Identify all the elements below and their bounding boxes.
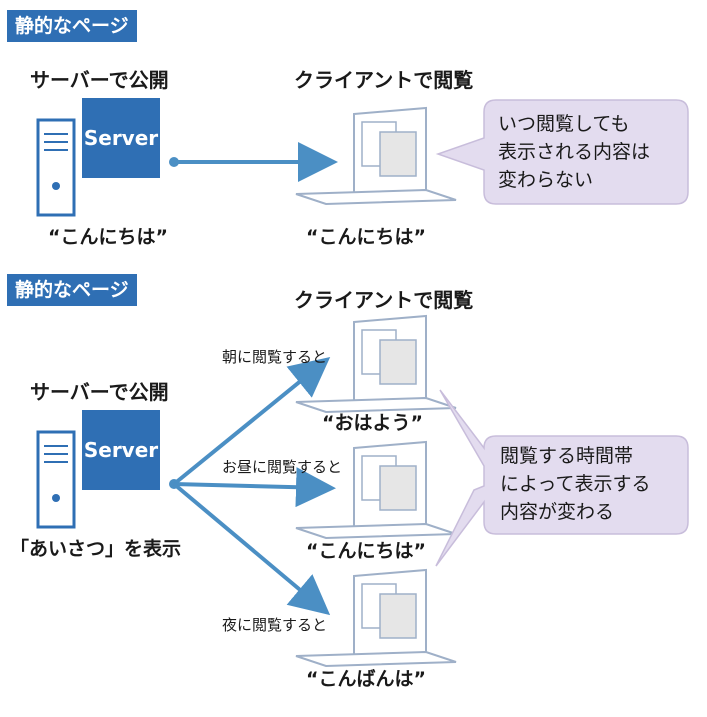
bubble-line: 閲覧する時間帯 xyxy=(500,445,634,467)
bubble-line: によって表示する xyxy=(500,473,651,495)
arrows-bottom xyxy=(169,356,336,616)
server-heading-bottom: サーバーで公開 xyxy=(30,380,169,404)
time-label-noon: お昼に閲覧すると xyxy=(222,458,343,476)
section-label-static-bottom: 静的なページ xyxy=(7,274,137,306)
section-label-static-top: 静的なページ xyxy=(7,10,137,42)
bubble-text-bottom: 閲覧する時間帯 によって表示する 内容が変わる xyxy=(500,442,684,526)
server-caption-top: “こんにちは” xyxy=(48,226,168,248)
client-caption-night: “こんばんは” xyxy=(306,668,426,690)
laptop-icon xyxy=(295,440,457,540)
bubble-line: 表示される内容は xyxy=(498,141,651,163)
client-caption-top: “こんにちは” xyxy=(306,226,426,248)
server-heading-top: サーバーで公開 xyxy=(30,68,169,92)
laptop-icon xyxy=(295,314,457,414)
server-icon xyxy=(36,410,160,529)
speech-bubble-top xyxy=(435,99,689,205)
time-label-morning: 朝に閲覧すると xyxy=(222,348,328,366)
client-caption-morning: “おはよう” xyxy=(322,412,423,434)
server-caption-bottom: 「あいさつ」を表示 xyxy=(10,538,182,560)
client-heading-top: クライアントで閲覧 xyxy=(294,68,474,92)
server-badge-top: Server xyxy=(83,126,159,150)
bubble-line: いつ閲覧しても xyxy=(498,113,630,135)
laptop-icon xyxy=(295,106,457,206)
server-icon xyxy=(36,98,160,217)
bubble-line: 変わらない xyxy=(498,169,594,191)
client-caption-noon: “こんにちは” xyxy=(306,540,426,562)
time-label-night: 夜に閲覧すると xyxy=(222,616,328,634)
bubble-line: 内容が変わる xyxy=(500,501,615,523)
bubble-text-top: いつ閲覧しても 表示される内容は 変わらない xyxy=(498,110,682,194)
client-heading-bottom: クライアントで閲覧 xyxy=(294,288,474,312)
arrow-top xyxy=(169,142,338,182)
laptop-icon xyxy=(295,568,457,668)
server-badge-bottom: Server xyxy=(83,438,159,462)
speech-bubble-bottom xyxy=(435,389,689,567)
